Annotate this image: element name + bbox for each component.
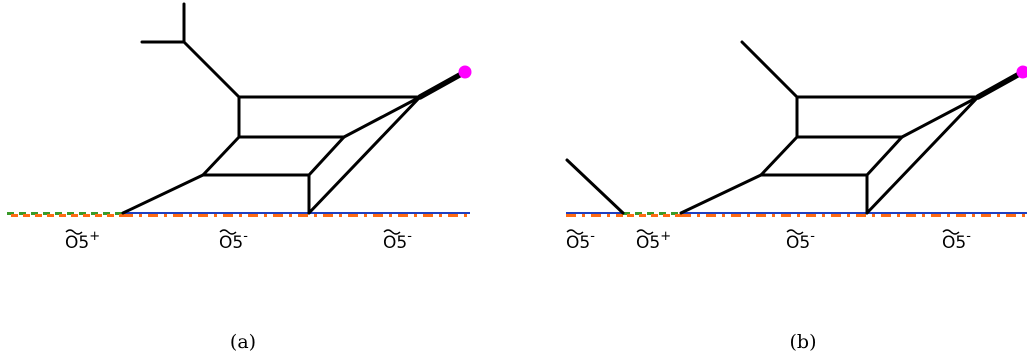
o5-label: O5- [383, 229, 412, 253]
svg-text:O5-: O5- [566, 229, 595, 253]
web-edge [182, 40, 241, 99]
tilde-accent [566, 229, 584, 235]
o5-label-sign: - [407, 229, 412, 244]
svg-text:O5-: O5- [942, 229, 971, 253]
tilde-accent [383, 229, 401, 235]
tilde-accent [786, 229, 804, 235]
orientifold-plane-b [566, 212, 1027, 217]
web-edge [865, 135, 904, 177]
tilde-accent [636, 229, 654, 235]
caption-b: (b) [790, 331, 817, 353]
o5-label-sign: + [660, 229, 671, 244]
o5-label-base: O5 [219, 233, 243, 253]
brane-web-b [565, 40, 1027, 215]
svg-text:O5-: O5- [383, 229, 412, 253]
panel-a: O5+ O5- O5- (a) [7, 2, 472, 353]
web-edge [121, 173, 205, 215]
o5-label-sign: - [590, 229, 595, 244]
svg-text:O5+: O5+ [65, 229, 100, 253]
web-edge [865, 95, 980, 215]
o5-label-base: O5 [636, 233, 660, 253]
o5-label: O5- [942, 229, 971, 253]
orientifold-plane-a [7, 212, 470, 217]
o5-label-sign: - [810, 229, 815, 244]
tilde-accent [219, 229, 237, 235]
o5-label-sign: - [966, 229, 971, 244]
caption-a: (a) [230, 331, 256, 353]
seven-brane-dot [458, 65, 472, 79]
o5-label: O5- [786, 229, 815, 253]
o5-label: O5+ [65, 229, 100, 253]
svg-text:O5-: O5- [786, 229, 815, 253]
o5-label: O5+ [636, 229, 671, 253]
web-edge [900, 95, 980, 139]
tilde-accent [942, 229, 960, 235]
web-edge-thick [417, 69, 468, 100]
o5-label-base: O5 [383, 233, 407, 253]
web-edge [759, 135, 799, 177]
o5-label-base: O5 [65, 233, 89, 253]
svg-text:O5-: O5- [219, 229, 248, 253]
web-edge [307, 135, 346, 177]
o5-label-sign: + [89, 229, 100, 244]
web-edge [342, 95, 422, 139]
tilde-accent [65, 229, 83, 235]
seven-brane-dot [1016, 65, 1027, 79]
o5-label-sign: - [243, 229, 248, 244]
web-edge [740, 40, 799, 99]
brane-web-a [121, 2, 472, 215]
o5-label-base: O5 [786, 233, 810, 253]
panel-b: O5- O5+ O5- O5- (b) [565, 40, 1027, 353]
web-edge [565, 158, 625, 215]
web-edge [679, 173, 763, 215]
web-edge [307, 95, 422, 215]
o5-label-base: O5 [566, 233, 590, 253]
svg-text:O5+: O5+ [636, 229, 671, 253]
o5-label: O5- [219, 229, 248, 253]
web-edge [201, 135, 241, 177]
web-edge-thick [975, 69, 1026, 100]
o5-label-base: O5 [942, 233, 966, 253]
o5-label: O5- [566, 229, 595, 253]
